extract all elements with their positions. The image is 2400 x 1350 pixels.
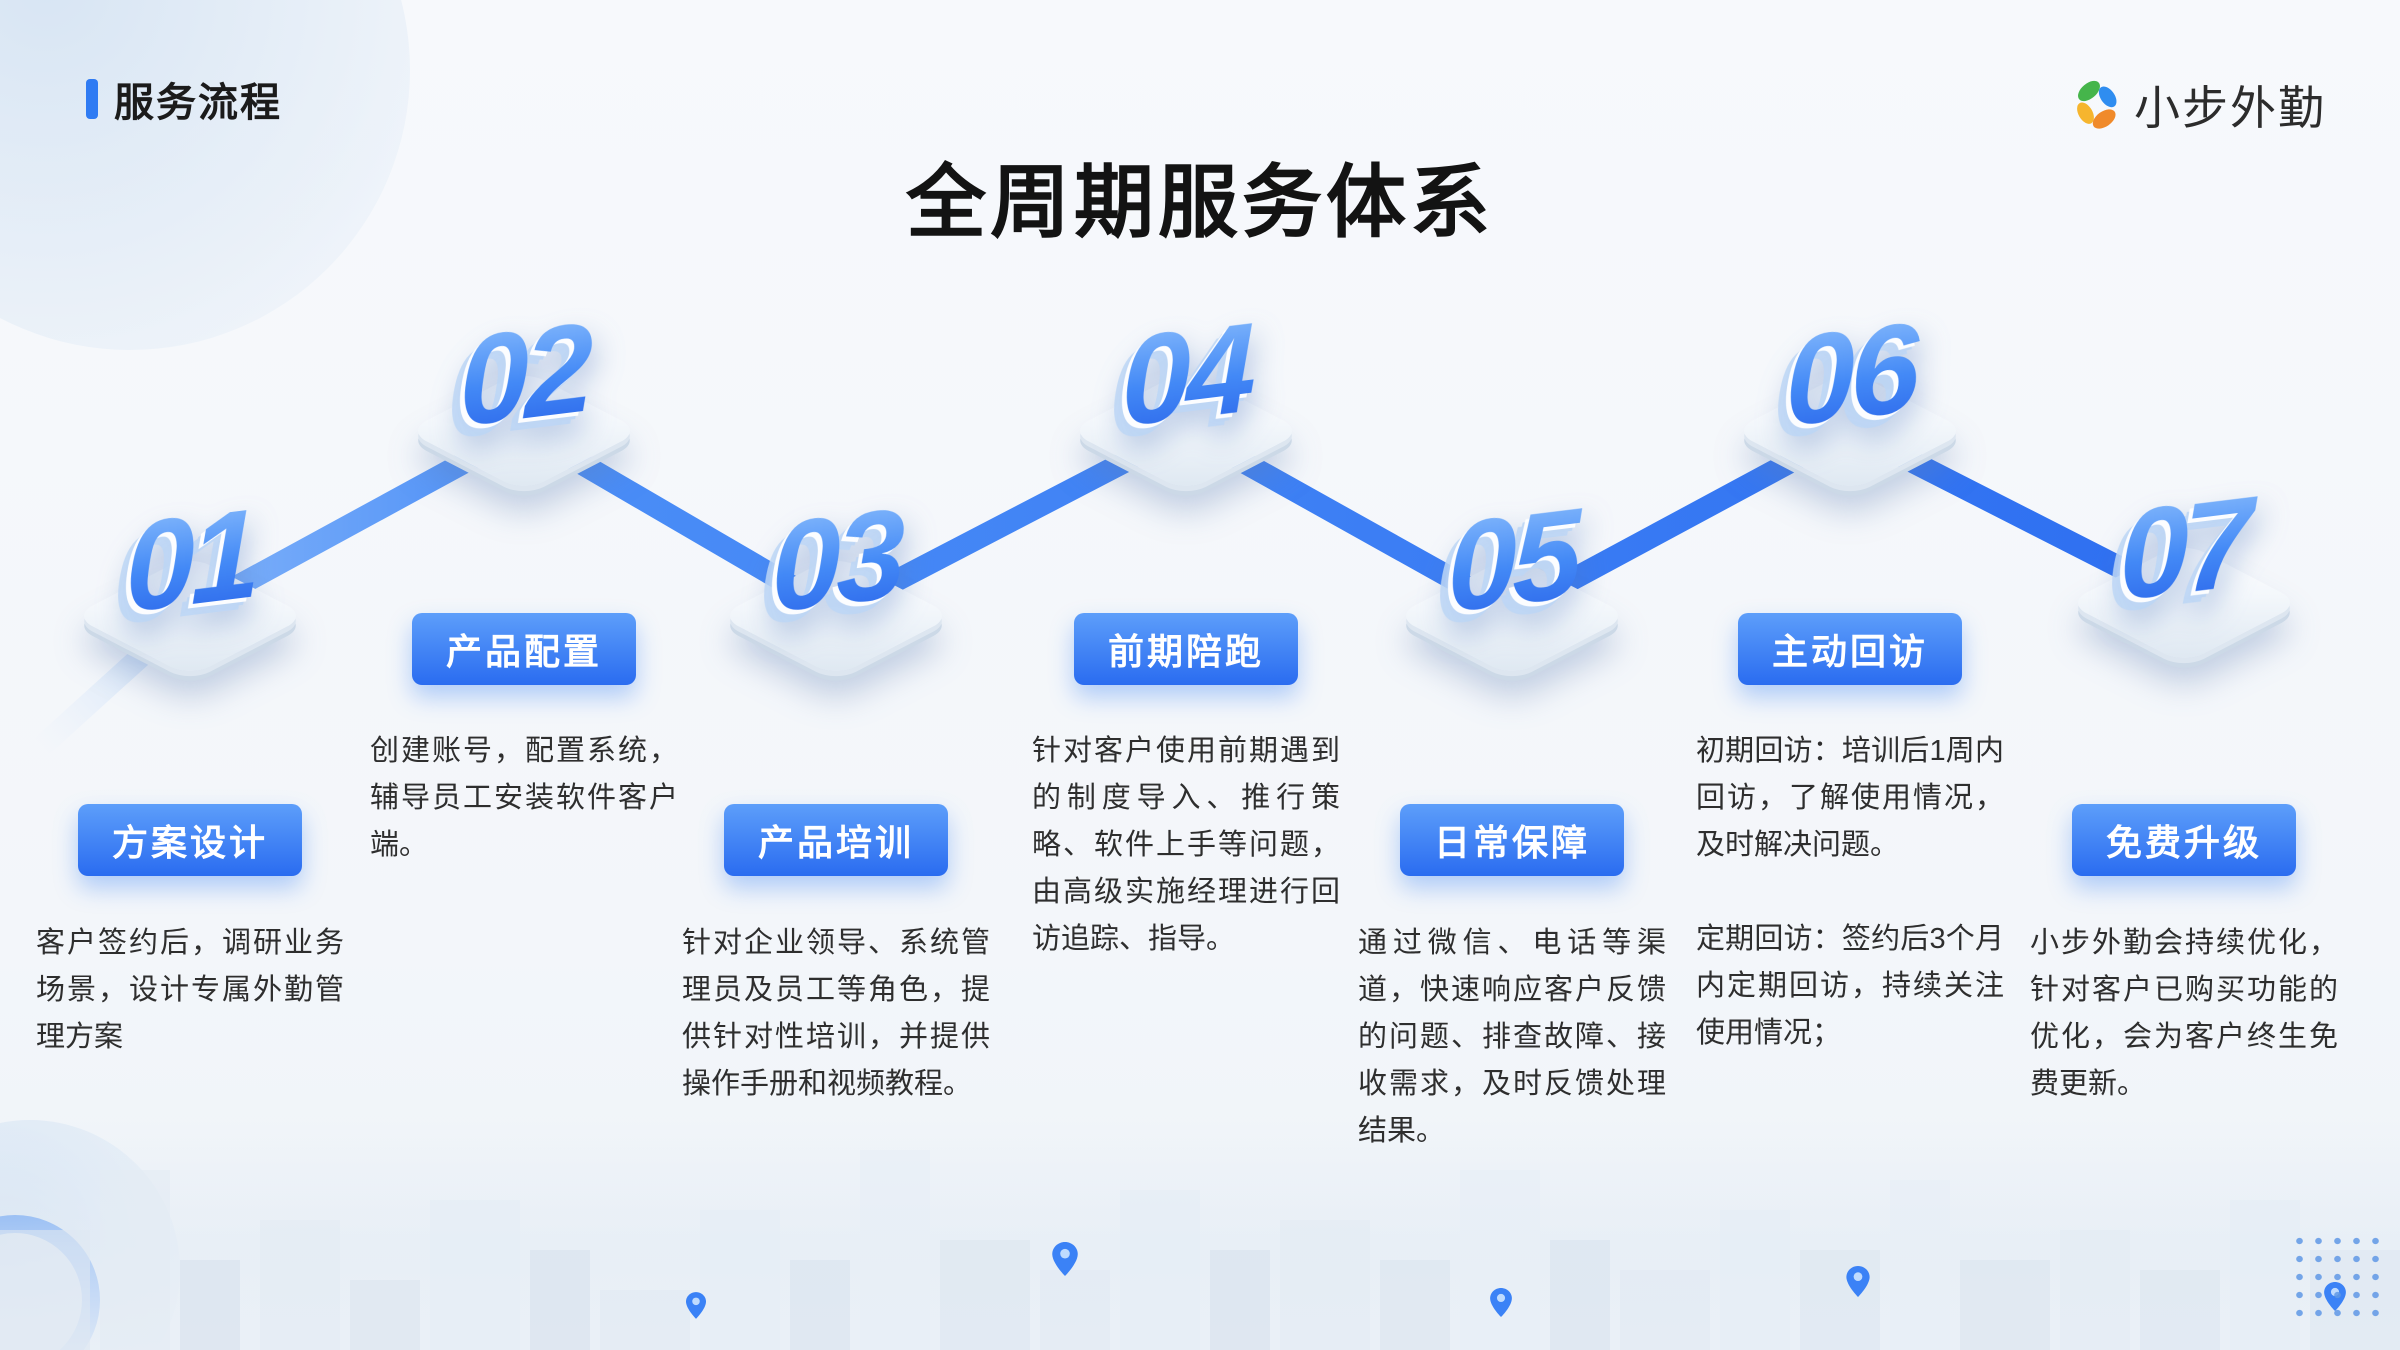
step-description: 初期回访：培训后1周内回访，了解使用情况，及时解决问题。 定期回访：签约后3个月… (1696, 735, 2004, 1049)
step-2: 02 产品配置 创建账号，配置系统，辅导员工安装软件客户端。 (354, 0, 694, 1350)
step-description: 小步外勤会持续优化，针对客户已购买功能的优化，会为客户终生免费更新。 (2030, 927, 2338, 1100)
step-4: 04 前期陪跑 针对客户使用前期遇到的制度导入、推行策略、软件上手等问题，由高级… (1016, 0, 1356, 1350)
step-label-badge: 方案设计 (77, 804, 303, 876)
step-3: 03 产品培训 针对企业领导、系统管理员及员工等角色，提供针对性培训，并提供操作… (666, 0, 1006, 1350)
page-title: 全周期服务体系 (906, 158, 1494, 247)
dot-grid-decoration (2290, 1232, 2386, 1324)
map-pin-icon (1490, 1288, 1512, 1317)
step-label-badge: 产品配置 (411, 613, 637, 685)
map-pin-icon (1052, 1242, 1078, 1276)
step-number: 05 (1342, 477, 1682, 645)
step-description: 针对客户使用前期遇到的制度导入、推行策略、软件上手等问题，由高级实施经理进行回访… (1032, 735, 1340, 955)
step-5: 05 日常保障 通过微信、电话等渠道，快速响应客户反馈的问题、排查故障、接收需求… (1342, 0, 1682, 1350)
header-accent-bar (86, 79, 98, 119)
step-number: 06 (1680, 291, 2020, 459)
header: 服务流程 (86, 70, 282, 128)
step-number: 03 (666, 477, 1006, 645)
map-pin-icon (686, 1292, 706, 1319)
step-description: 通过微信、电话等渠道，快速响应客户反馈的问题、排查故障、接收需求，及时反馈处理结… (1358, 927, 1666, 1147)
step-description: 创建账号，配置系统，辅导员工安装软件客户端。 (370, 735, 678, 861)
step-label-badge: 产品培训 (723, 804, 949, 876)
step-number: 07 (2014, 465, 2354, 633)
step-label-badge: 免费升级 (2071, 804, 2297, 876)
step-label-badge: 日常保障 (1399, 804, 1625, 876)
step-1: 01 方案设计 客户签约后，调研业务场景，设计专属外勤管理方案 (20, 0, 360, 1350)
brand-logo-icon (2077, 80, 2117, 129)
step-number: 02 (354, 291, 694, 459)
step-7: 07 免费升级 小步外勤会持续优化，针对客户已购买功能的优化，会为客户终生免费更… (2014, 0, 2354, 1350)
step-number: 04 (1016, 291, 1356, 459)
step-description: 针对企业领导、系统管理员及员工等角色，提供针对性培训，并提供操作手册和视频教程。 (682, 927, 990, 1100)
step-6: 06 主动回访 初期回访：培训后1周内回访，了解使用情况，及时解决问题。 定期回… (1680, 0, 2020, 1350)
brand: 小步外勤 (2068, 72, 2326, 138)
step-description: 客户签约后，调研业务场景，设计专属外勤管理方案 (36, 927, 344, 1053)
step-label-badge: 主动回访 (1737, 613, 1963, 685)
section-label: 服务流程 (114, 81, 282, 125)
map-pin-icon (1846, 1266, 1870, 1297)
step-number: 01 (20, 477, 360, 645)
step-label-badge: 前期陪跑 (1073, 613, 1299, 685)
brand-name: 小步外勤 (2134, 82, 2326, 134)
